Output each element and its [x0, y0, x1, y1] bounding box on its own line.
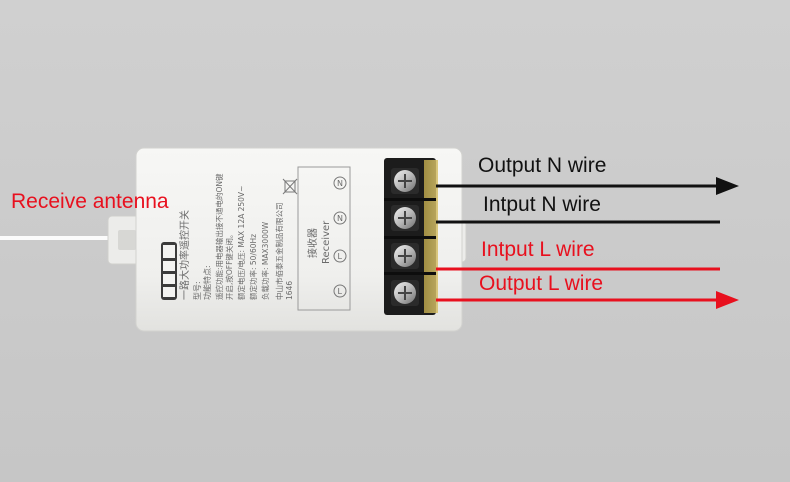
input-n-wire-label: Intput N wire	[483, 193, 601, 216]
receiver-label-cn: 接收器	[306, 228, 319, 258]
terminal-block	[384, 158, 438, 315]
feature-label: 功能特点:	[202, 265, 212, 300]
terminal-screw	[391, 243, 419, 269]
spec-line: 中山市佰泰五金制品有限公司	[274, 203, 284, 301]
spec-line: 额定功率: 50/60Hz	[248, 234, 258, 300]
spec-line: 负载功率: MAX3000W	[260, 221, 270, 300]
recycle-bin-icon	[282, 178, 298, 195]
terminal-letter-markers: N N L L	[333, 176, 347, 298]
terminal-letter: N	[337, 179, 343, 188]
antenna-wire	[0, 236, 128, 240]
receiver-device-body	[135, 147, 463, 332]
terminal-screw	[391, 280, 419, 306]
terminal-screw	[391, 168, 419, 194]
terminal-screw	[391, 205, 419, 231]
receiver-label-en: Receiver	[321, 220, 332, 264]
spec-line: 额定电压/电压: MAX 12A 250V~	[236, 186, 246, 300]
terminal-letter: L	[338, 252, 343, 261]
printed-label-panel	[297, 166, 351, 311]
terminal-letter: L	[338, 287, 343, 296]
brand-logo	[161, 242, 177, 300]
device-title: 一路大功率遥控开关	[178, 210, 191, 300]
terminal-letter: N	[337, 214, 343, 223]
spec-line: 遥控功能:用电器输出接不通电的ON键	[214, 173, 224, 300]
model-label: 型号:	[193, 281, 202, 300]
output-l-wire	[436, 291, 739, 309]
output-n-wire	[436, 177, 739, 195]
output-l-wire-label: Output L wire	[479, 272, 604, 295]
spec-line: 开启,按OFF键关闭。	[224, 231, 234, 300]
input-l-wire-label: Intput L wire	[481, 238, 595, 261]
output-n-wire-label: Output N wire	[478, 154, 607, 177]
receive-antenna-label: Receive antenna	[11, 190, 169, 213]
spec-line: 1646	[285, 281, 294, 300]
